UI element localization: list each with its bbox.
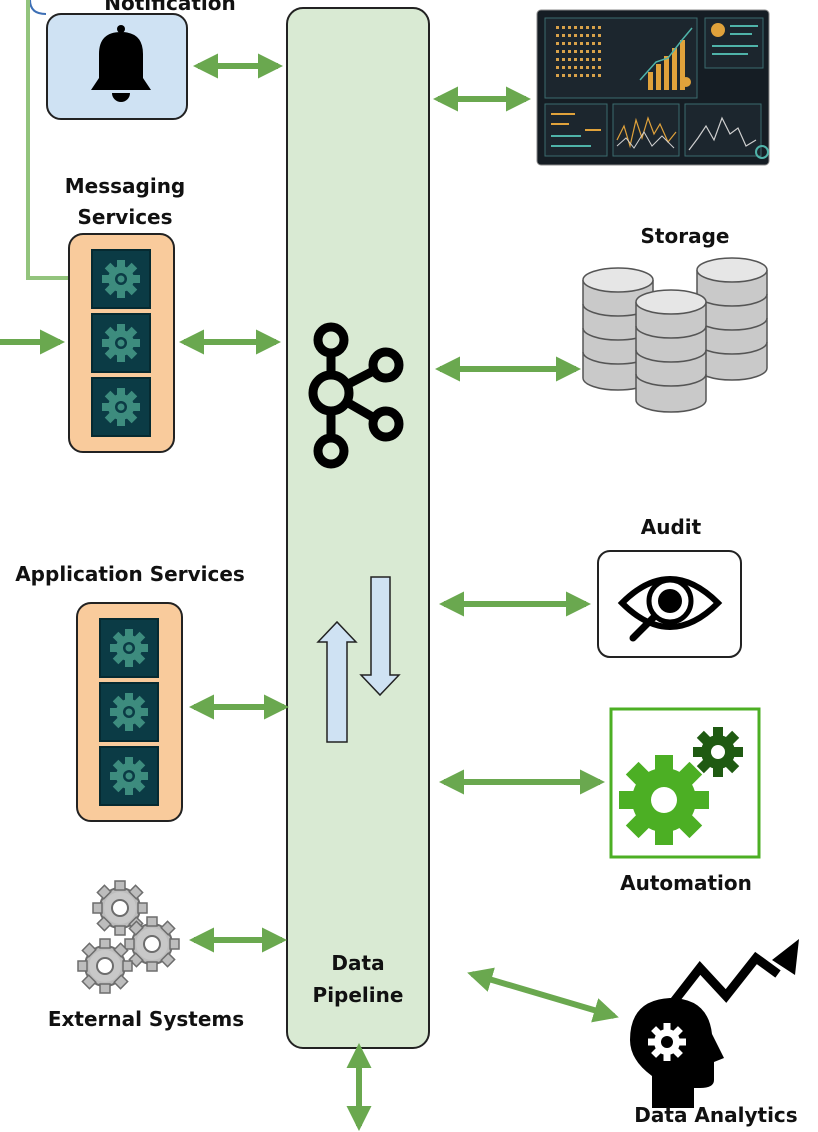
bell-icon [91, 25, 151, 102]
storage-label: Storage [640, 224, 730, 248]
audit-label: Audit [640, 515, 702, 539]
messaging-services-label: Messaging Services [40, 171, 210, 233]
service-gear-icon [99, 682, 159, 742]
gears-icon [619, 727, 743, 845]
arrow-analytics [467, 967, 619, 1023]
application-services-label: Application Services [15, 562, 245, 586]
data-pipeline-label: Data Pipeline [287, 947, 429, 1011]
service-gear-icon [99, 746, 159, 806]
notification-label: Notification [104, 0, 236, 15]
service-gear-icon [91, 249, 151, 309]
service-gear-icon [99, 618, 159, 678]
data-pipeline-bar [286, 7, 430, 1049]
data-pipeline-label-text: Data Pipeline [312, 951, 404, 1007]
service-gear-icon [91, 313, 151, 373]
eye-magnifier-icon [617, 576, 723, 642]
flow-up-arrow [316, 620, 358, 743]
silver-gears-icon [77, 880, 180, 994]
data-analytics-label: Data Analytics [634, 1103, 798, 1127]
service-gear-icon [91, 377, 151, 437]
automation-label: Automation [620, 871, 752, 895]
connector-arrows [0, 53, 619, 1132]
head-gear-trend-icon [630, 939, 799, 1108]
external-systems-label: External Systems [47, 1007, 245, 1031]
kafka-icon [308, 322, 404, 469]
flow-down-arrow [359, 576, 401, 697]
notification-connector [26, 0, 84, 280]
dashboard-screen-icon [536, 9, 770, 166]
messaging-services-label-text: Messaging Services [64, 174, 186, 229]
database-cylinders-icon [582, 257, 768, 413]
